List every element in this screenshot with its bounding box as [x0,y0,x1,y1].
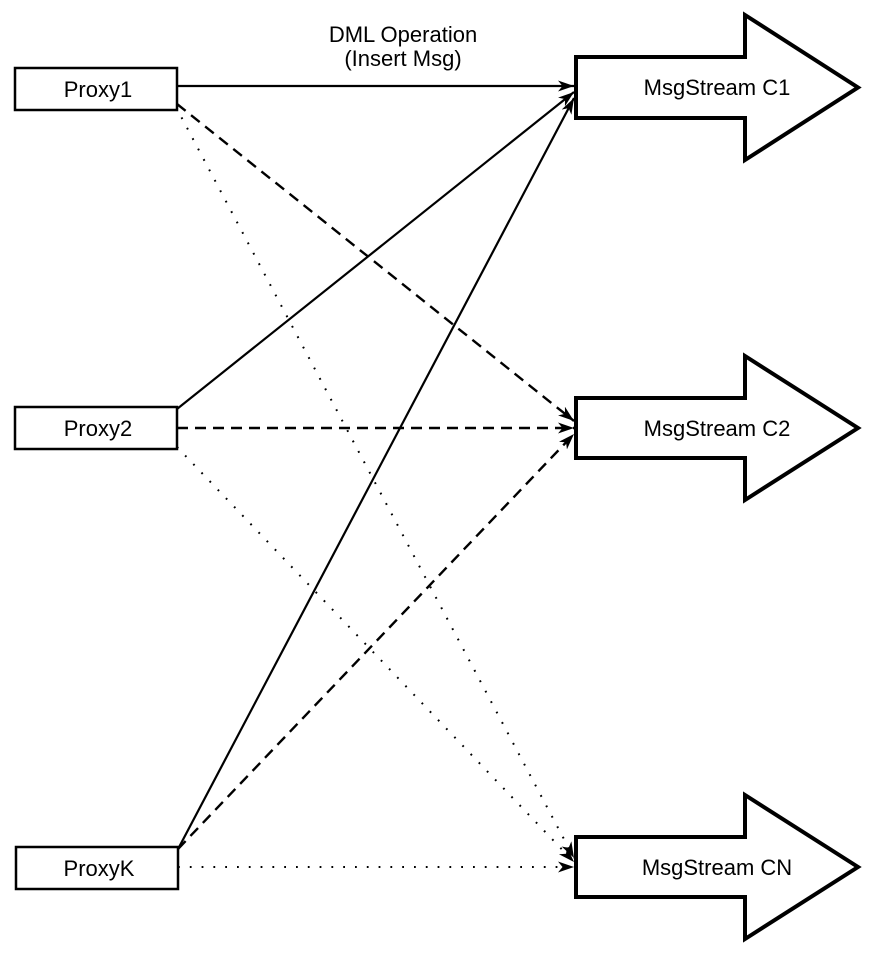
msgstream-c1-label: MsgStream C1 [644,75,791,100]
edge-proxyk-to-c1-solid [176,97,575,852]
edge-proxyk-to-c2-dashed [177,433,575,850]
dml-annotation: DML Operation (Insert Msg) [329,22,477,71]
msgstream-c2-label: MsgStream C2 [644,416,791,441]
msgstream-c1-arrow-shape [574,11,862,164]
proxyk-label: ProxyK [64,856,135,881]
edge-proxy2-to-c1-solid [176,91,575,410]
proxy2-node: Proxy2 [13,405,179,451]
msgstream-c2-node: MsgStream C2 [574,352,862,504]
proxy1-box [13,66,179,112]
edge-proxy1-to-cn-dotted [175,106,575,859]
dml-annotation-line2: (Insert Msg) [344,46,461,71]
msgstream-cn-label: MsgStream CN [642,855,792,880]
dml-annotation-line1: DML Operation [329,22,477,47]
msgstream-cn-arrow-shape [574,791,862,943]
proxy2-label: Proxy2 [64,416,132,441]
edge-proxy1-to-c2-dashed [176,103,575,422]
proxyk-box [14,845,180,891]
proxy1-node: Proxy1 [13,66,179,112]
edge-proxy2-to-cn-dotted [176,446,575,863]
msgstream-c2-arrow-shape [574,352,862,504]
msgstream-c1-node: MsgStream C1 [574,11,862,164]
proxy1-label: Proxy1 [64,77,132,102]
proxyk-node: ProxyK [14,845,180,891]
msgstream-cn-node: MsgStream CN [574,791,862,943]
proxy2-box [13,405,179,451]
